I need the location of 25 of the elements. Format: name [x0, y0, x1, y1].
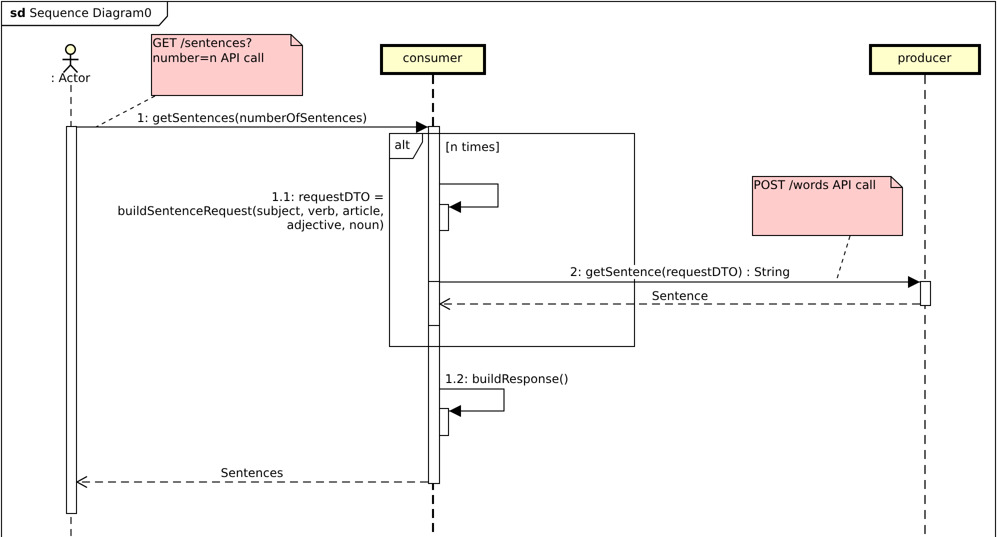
fragment-operator: alt	[394, 138, 410, 152]
message-label: 2: getSentence(requestDTO) : String	[570, 265, 790, 279]
note-text: GET /sentences? number=n API call	[152, 36, 266, 66]
return-message-arrow	[439, 298, 920, 310]
activation-bar	[66, 126, 76, 514]
actor-label: : Actor	[50, 70, 92, 84]
activation-bar	[428, 281, 440, 326]
message-label: Sentence	[652, 289, 708, 303]
message-label: Sentences	[220, 466, 284, 480]
return-message-arrow	[76, 476, 428, 488]
participant-box: producer	[868, 44, 980, 74]
activation-bar	[920, 280, 930, 306]
message-label: 1.2: buildResponse()	[445, 372, 568, 386]
note-text: POST /words API call	[754, 178, 877, 192]
participant-box: consumer	[380, 44, 486, 74]
activation-bar	[438, 204, 448, 230]
guard-condition: [n times]	[446, 140, 500, 154]
leader-line	[96, 96, 156, 128]
self-message-arrow	[440, 388, 504, 417]
message-arrow	[440, 276, 920, 288]
frame-title: sd Sequence Diagram0	[10, 6, 152, 20]
message-arrow	[76, 121, 428, 133]
activation-bar	[438, 408, 448, 436]
message-label: 1: getSentences(numberOfSentences)	[136, 111, 368, 125]
self-message-arrow	[440, 184, 498, 213]
